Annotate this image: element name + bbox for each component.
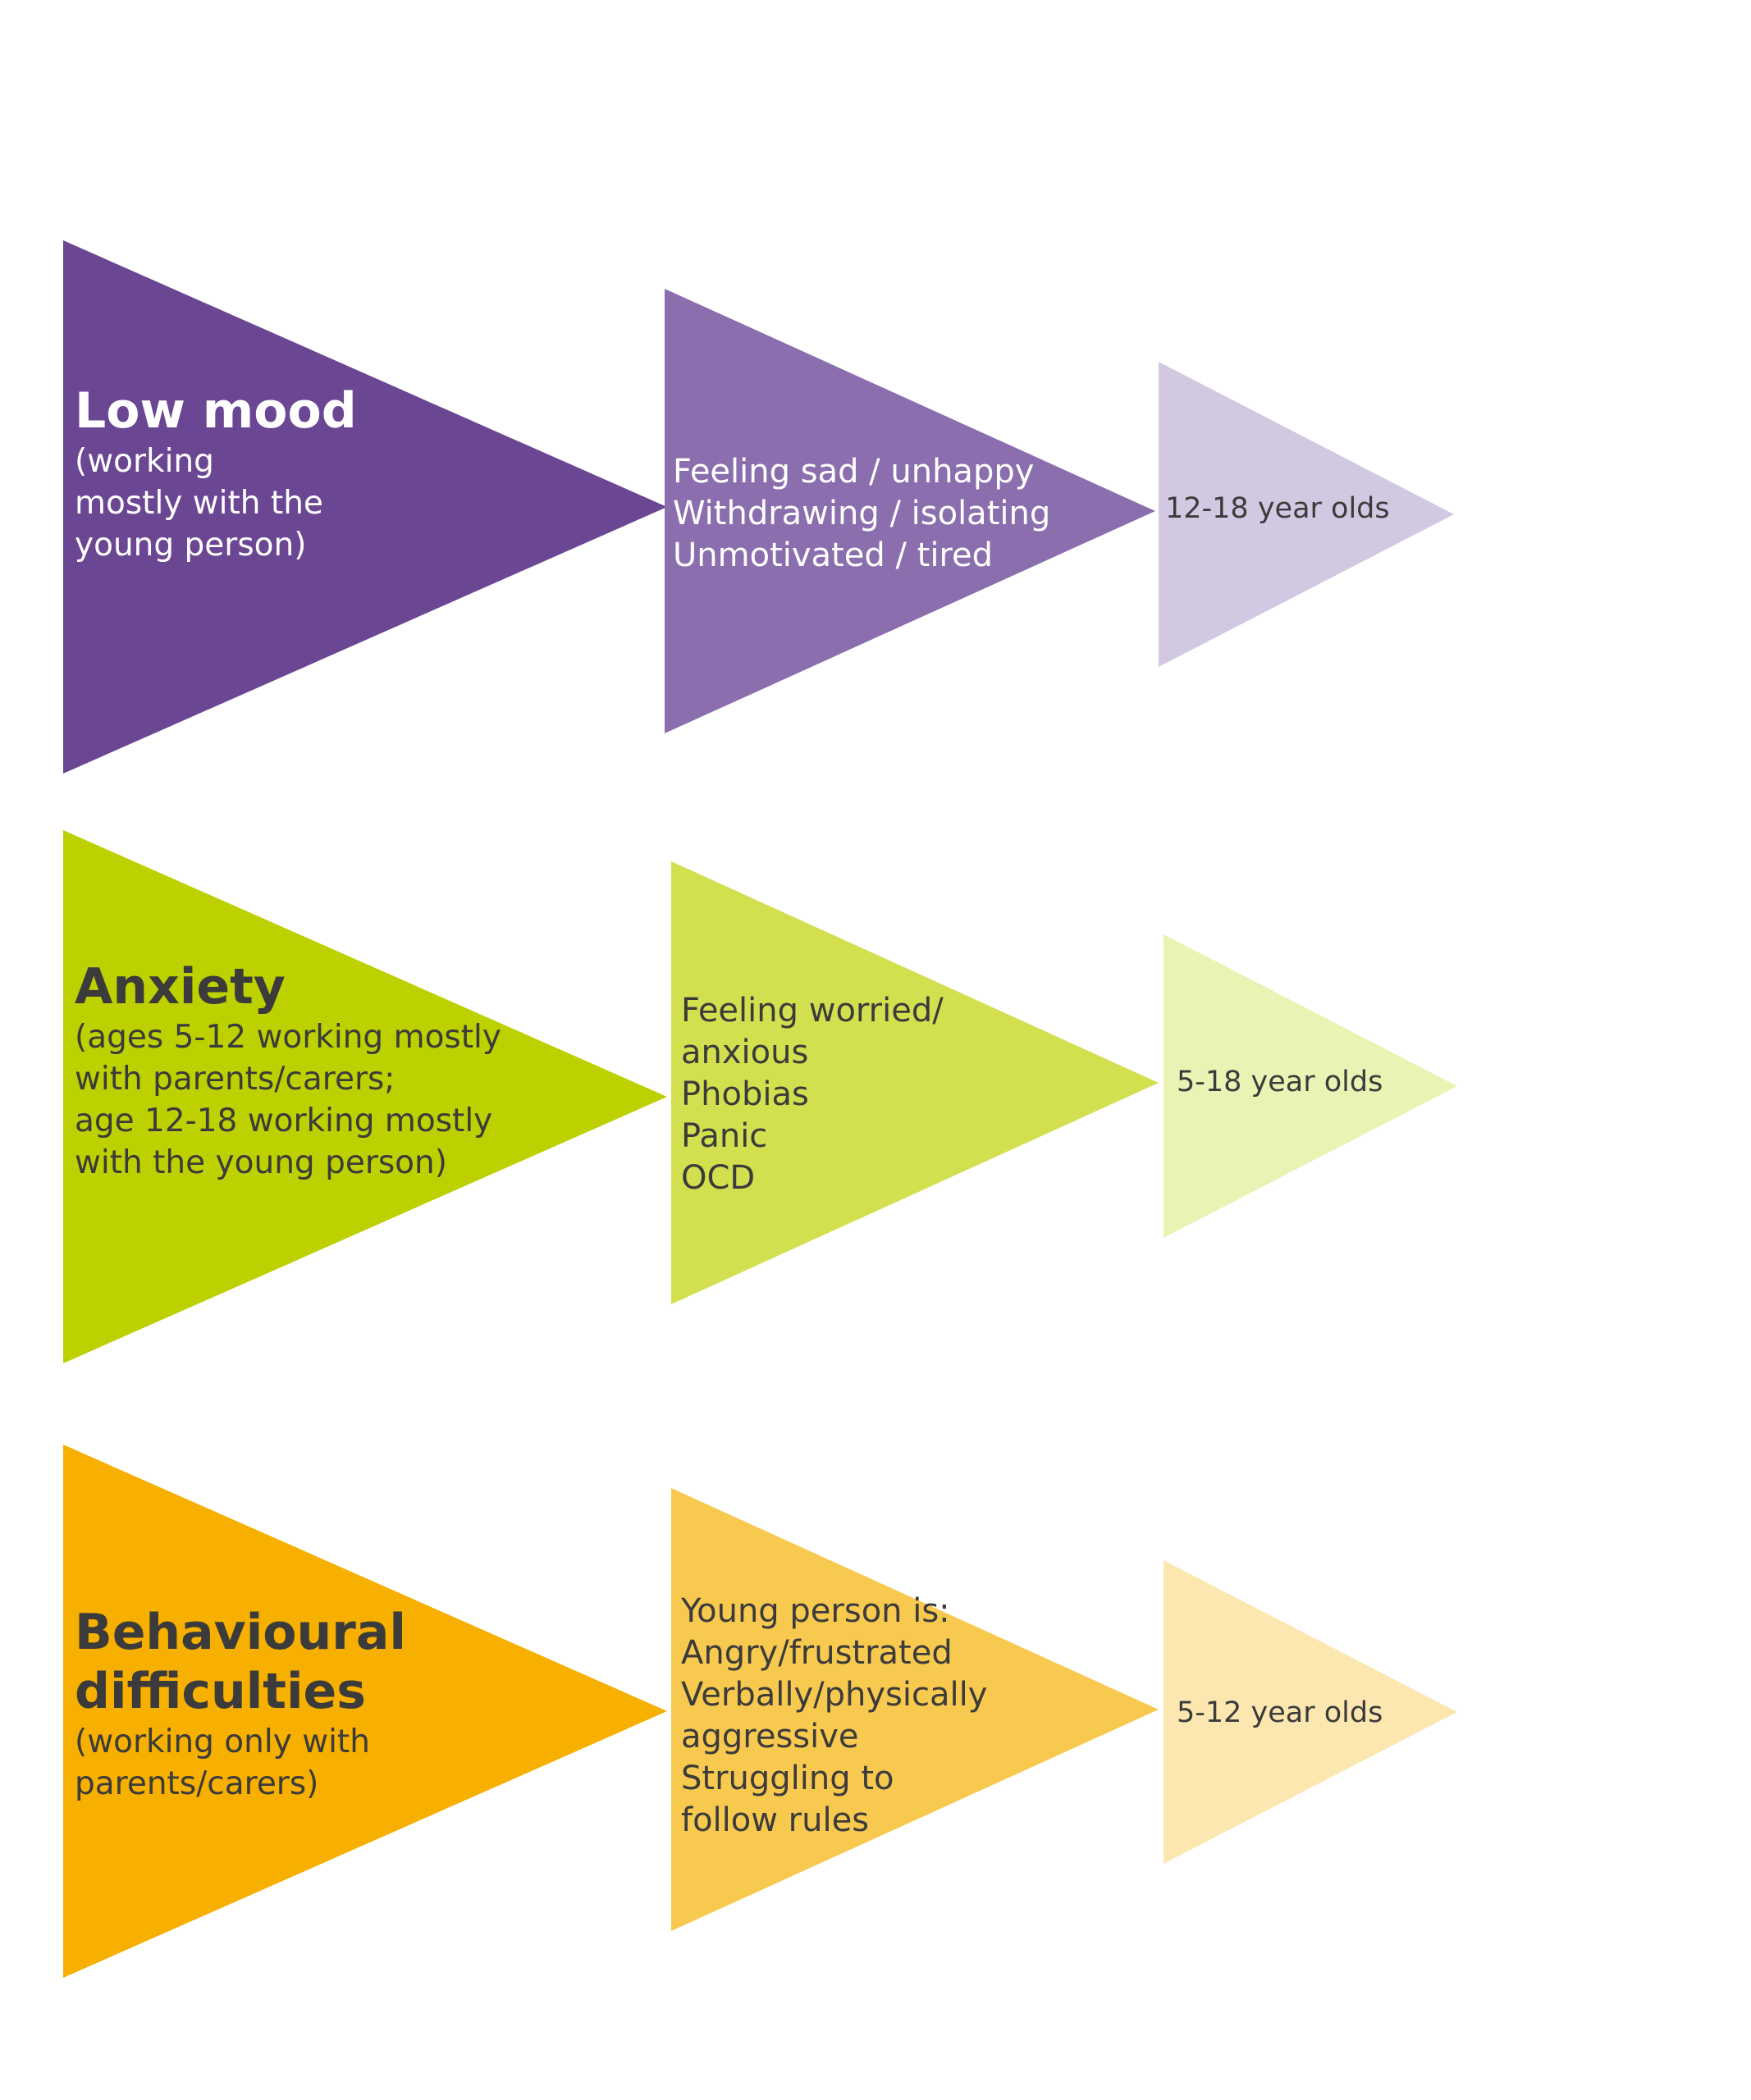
ages-triangle-low-mood: 12-18 year olds: [1159, 362, 1454, 667]
category-subtitle-line: (working: [75, 443, 214, 480]
category-subtitle-line: parents/carers): [75, 1765, 319, 1802]
category-subtitle-line: with the young person): [75, 1144, 447, 1181]
category-subtitle-line: mostly with the: [75, 485, 323, 522]
triangle-shape: [1159, 362, 1454, 667]
symptoms-triangle-low-mood: Feeling sad / unhappy Withdrawing / isol…: [665, 289, 1155, 733]
symptom-line: OCD: [681, 1159, 756, 1197]
ages-label: 5-18 year olds: [1177, 1064, 1383, 1100]
category-subtitle-line: (ages 5-12 working mostly: [75, 1019, 501, 1056]
category-label: Behavioural difficulties (working only w…: [75, 1603, 600, 1805]
symptoms-label: Feeling sad / unhappy Withdrawing / isol…: [673, 451, 1050, 577]
ages-triangle-anxiety: 5-18 year olds: [1164, 934, 1457, 1238]
category-label: Low mood (working mostly with the young …: [75, 381, 600, 566]
category-triangle-behavioural: Behavioural difficulties (working only w…: [63, 1445, 667, 1978]
ages-triangle-behavioural: 5-12 year olds: [1164, 1560, 1457, 1864]
triangle-shape: [671, 1488, 1159, 1931]
symptom-line: aggressive: [681, 1718, 859, 1755]
symptoms-label: Young person is: Angry/frustrated Verbal…: [681, 1591, 987, 1842]
symptoms-triangle-behavioural: Young person is: Angry/frustrated Verbal…: [671, 1488, 1159, 1931]
triangle-shape: [63, 830, 667, 1363]
symptom-line: Panic: [681, 1117, 768, 1155]
category-subtitle-line: age 12-18 working mostly: [75, 1102, 493, 1139]
category-subtitle-line: with parents/carers;: [75, 1061, 395, 1098]
triangle-fill: [63, 1445, 667, 1978]
symptom-line: Struggling to: [681, 1760, 894, 1797]
triangle-shape: [1164, 1560, 1457, 1864]
triangle-shape: [671, 861, 1159, 1304]
symptom-line: Feeling sad / unhappy: [673, 453, 1035, 491]
category-subtitle-line: young person): [75, 527, 307, 564]
symptom-line: Unmotivated / tired: [673, 536, 993, 574]
category-title: Behavioural: [75, 1604, 406, 1661]
category-title: Low mood: [75, 382, 357, 440]
symptom-line: Phobias: [681, 1075, 809, 1113]
triangle-fill: [665, 289, 1155, 733]
triangle-shape: [1164, 934, 1457, 1238]
triangle-fill: [671, 1488, 1159, 1931]
symptom-line: Verbally/physically: [681, 1676, 988, 1714]
triangle-fill: [671, 861, 1159, 1304]
ages-label: 5-12 year olds: [1177, 1695, 1383, 1731]
category-triangle-anxiety: Anxiety (ages 5-12 working mostly with p…: [63, 830, 667, 1363]
category-title: Anxiety: [75, 958, 286, 1016]
triangle-fill: [1159, 362, 1454, 667]
symptom-line: Withdrawing / isolating: [673, 495, 1051, 532]
symptom-line: follow rules: [681, 1801, 870, 1839]
triangle-fill: [1164, 934, 1457, 1238]
ages-text: 12-18 year olds: [1165, 492, 1390, 525]
symptoms-label: Feeling worried/ anxious Phobias Panic O…: [681, 990, 944, 1199]
category-label: Anxiety (ages 5-12 working mostly with p…: [75, 957, 600, 1184]
triangle-fill: [1164, 1560, 1457, 1864]
ages-text: 5-18 year olds: [1177, 1066, 1383, 1098]
triangle-shape: [665, 289, 1155, 733]
triangle-shape: [63, 240, 667, 774]
triangle-shape: [63, 1445, 667, 1978]
symptom-line: Angry/frustrated: [681, 1634, 953, 1672]
symptom-line: anxious: [681, 1034, 809, 1071]
category-triangle-low-mood: Low mood (working mostly with the young …: [63, 240, 667, 774]
triangle-fill: [63, 830, 667, 1363]
symptoms-triangle-anxiety: Feeling worried/ anxious Phobias Panic O…: [671, 861, 1159, 1304]
symptom-line: Young person is:: [681, 1592, 950, 1630]
symptom-line: Feeling worried/: [681, 992, 944, 1029]
triangle-fill: [63, 240, 667, 774]
ages-text: 5-12 year olds: [1177, 1696, 1383, 1729]
ages-label: 12-18 year olds: [1165, 491, 1390, 527]
category-title: difficulties: [75, 1663, 366, 1720]
category-subtitle-line: (working only with: [75, 1723, 370, 1760]
